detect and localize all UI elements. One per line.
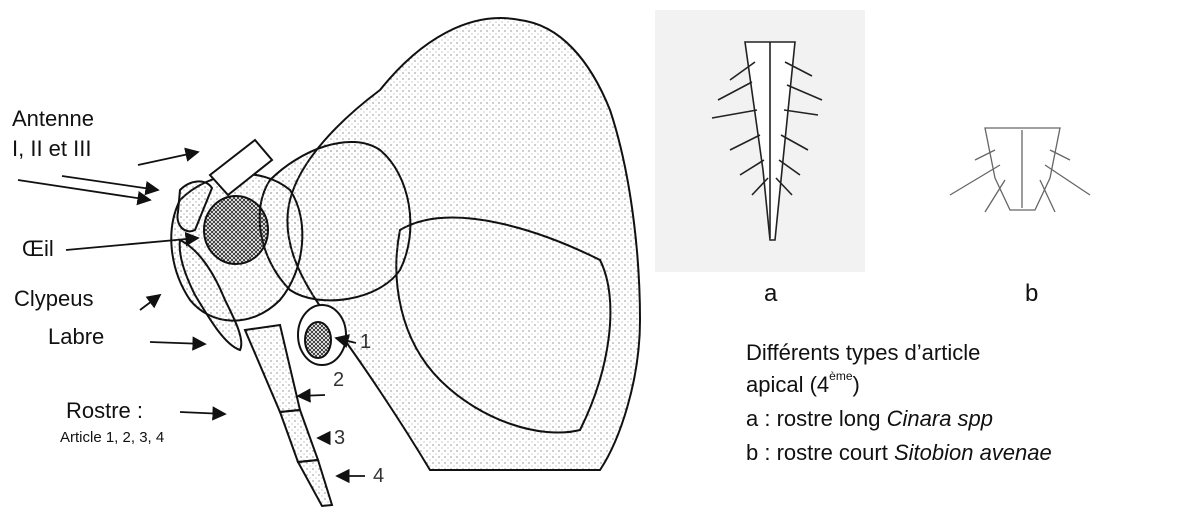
caption-line-1: Différents types d’article <box>746 340 980 365</box>
label-labre: Labre <box>48 326 104 348</box>
rostrum-segment-2-label: 2 <box>333 370 344 390</box>
label-antenne: Antenne <box>12 108 94 130</box>
caption-line-4-species: Sitobion avenae <box>894 440 1052 465</box>
caption-line-3-species: Cinara spp <box>887 406 993 431</box>
caption-line-3: a : rostre long Cinara spp <box>746 406 993 431</box>
rostrum-segment-3-label: 3 <box>334 428 345 448</box>
label-rostre: Rostre : <box>66 400 143 422</box>
rostrum-segment-1-label: 1 <box>360 332 371 352</box>
label-clypeus: Clypeus <box>14 288 93 310</box>
compound-eye <box>204 196 268 264</box>
panel-a-drawing <box>655 10 865 272</box>
caption-line-4-prefix: b : rostre court <box>746 440 894 465</box>
caption-line-2: apical (4ème) <box>746 372 860 397</box>
label-antenne-segments: I, II et III <box>12 138 91 160</box>
rostrum-segment-4-label: 4 <box>373 466 384 486</box>
label-rostre-articles: Article 1, 2, 3, 4 <box>60 430 164 445</box>
caption-line-2-prefix: apical (4 <box>746 372 829 397</box>
coxa-ring <box>298 305 346 365</box>
caption-line-4: b : rostre court Sitobion avenae <box>746 440 1052 465</box>
panel-a-letter: a <box>764 280 777 308</box>
panel-b-letter: b <box>1025 280 1038 308</box>
caption-line-3-prefix: a : rostre long <box>746 406 887 431</box>
caption-line-2-suffix: ) <box>853 372 860 397</box>
panel-b-drawing <box>950 128 1090 212</box>
label-oeil: Œil <box>22 238 54 260</box>
caption-line-2-sup: ème <box>829 369 852 383</box>
